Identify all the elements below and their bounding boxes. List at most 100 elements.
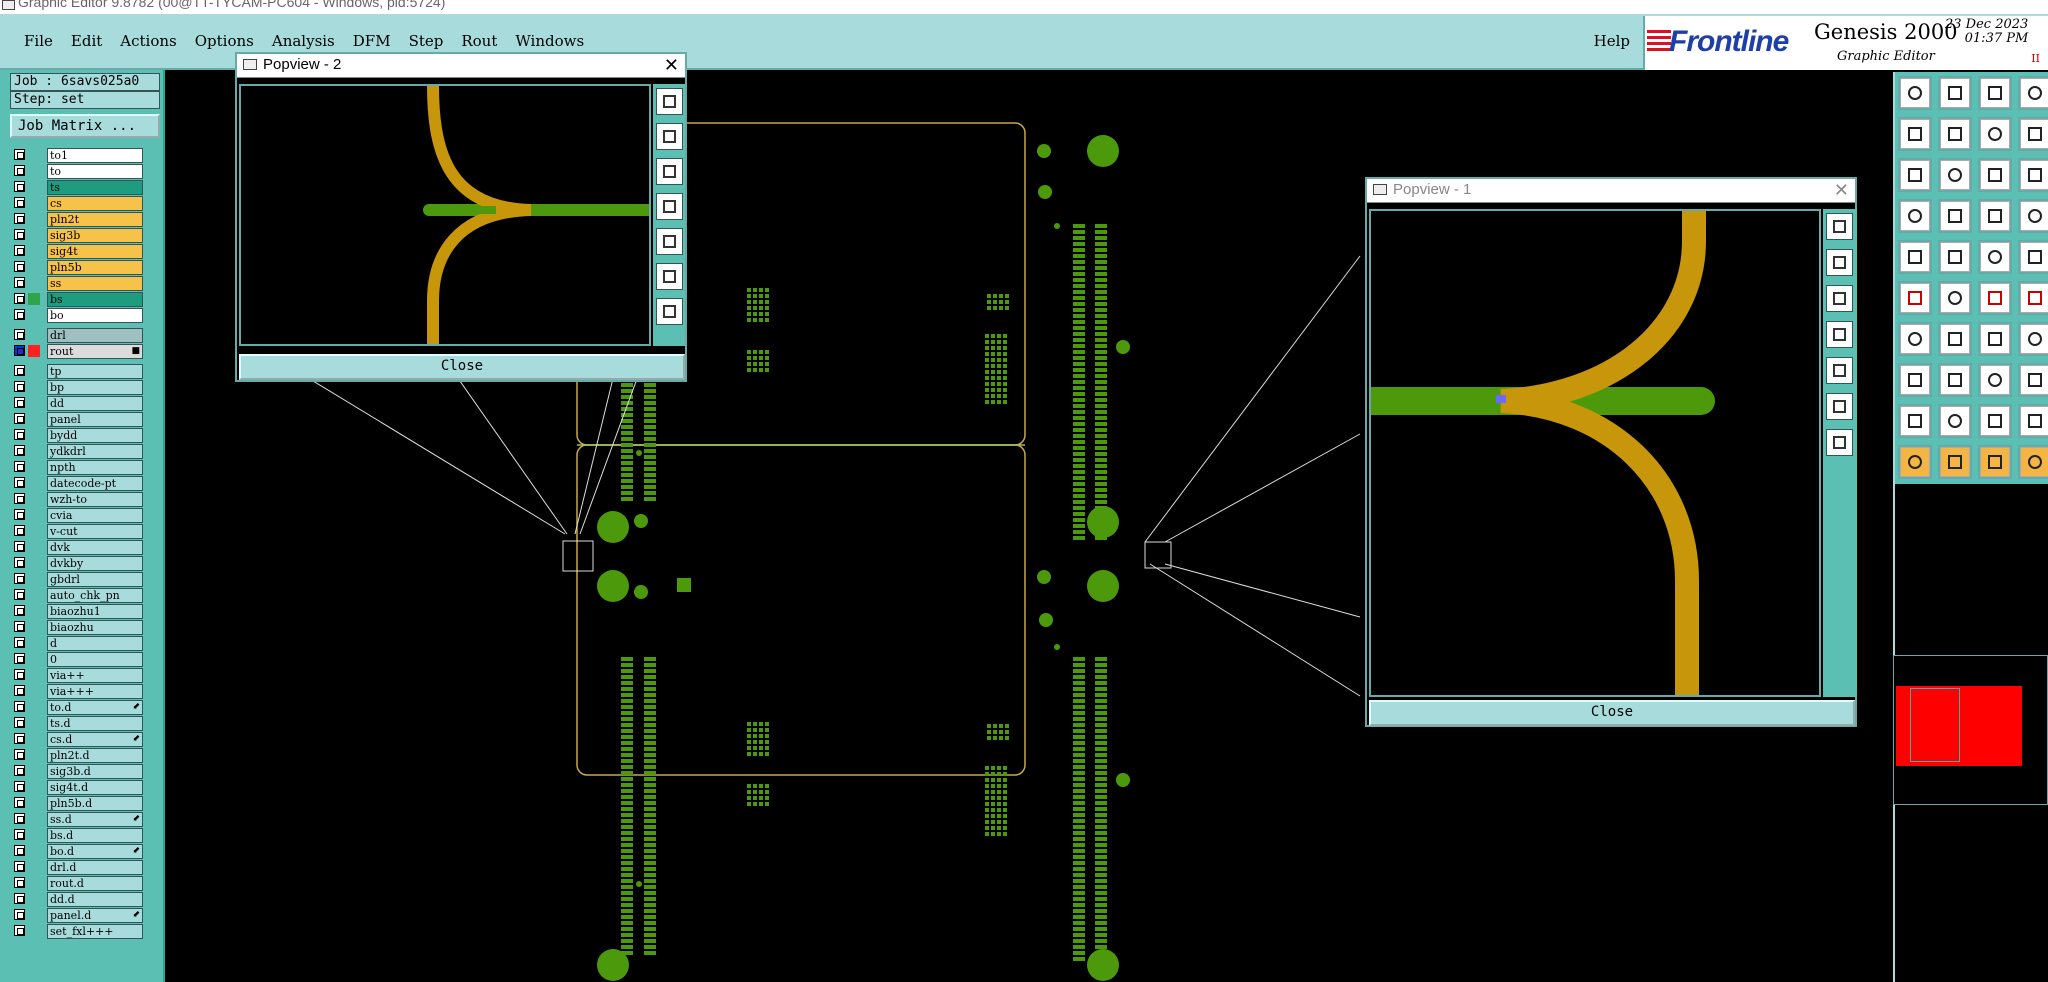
layer-row[interactable]: bp — [12, 380, 143, 396]
layer-name[interactable]: to — [47, 164, 143, 179]
layer-row[interactable]: datecode-pt — [12, 476, 143, 492]
popview-tool-button[interactable] — [1826, 249, 1853, 276]
layer-checkbox[interactable] — [14, 329, 25, 340]
popview-tool-button[interactable] — [1826, 393, 1853, 420]
tri2-icon[interactable] — [1938, 404, 1972, 438]
layer-name[interactable]: set_fxl+++ — [47, 924, 143, 939]
popview-1-view[interactable] — [1369, 209, 1821, 697]
pan-icon[interactable] — [1978, 117, 2012, 151]
layer-checkbox[interactable] — [14, 589, 25, 600]
layer-checkbox[interactable] — [14, 365, 25, 376]
menu-file[interactable]: File — [24, 32, 53, 50]
zoom-home-icon[interactable] — [1898, 76, 1932, 110]
menu-step[interactable]: Step — [408, 32, 444, 50]
pad-icon[interactable] — [1898, 240, 1932, 274]
layer-row[interactable]: ydkdrl — [12, 444, 143, 460]
layer-row[interactable]: ss.d⬋ — [12, 812, 143, 828]
layer-name[interactable]: pln5b — [47, 260, 143, 275]
layer-row[interactable]: sig3b — [12, 228, 143, 244]
layer-checkbox[interactable] — [14, 717, 25, 728]
layer-checkbox[interactable] — [14, 925, 25, 936]
diag-icon[interactable] — [1938, 322, 1972, 356]
layer-name[interactable]: via+++ — [47, 684, 143, 699]
layer-checkbox[interactable] — [14, 781, 25, 792]
layer-row[interactable]: ts — [12, 180, 143, 196]
popview-tool-button[interactable] — [656, 88, 683, 115]
scale-icon[interactable] — [1978, 158, 2012, 192]
layer-row[interactable]: drl.d — [12, 860, 143, 876]
layer-name[interactable]: bs — [47, 292, 143, 307]
tri4-icon[interactable] — [2018, 404, 2048, 438]
layer-name[interactable]: npth — [47, 460, 143, 475]
text-icon[interactable] — [2018, 322, 2048, 356]
layer-row[interactable]: cvia — [12, 508, 143, 524]
layer-name[interactable]: sig3b.d — [47, 764, 143, 779]
layer-checkbox[interactable] — [14, 557, 25, 568]
layer-row[interactable]: dvk — [12, 540, 143, 556]
fit-icon[interactable] — [2018, 117, 2048, 151]
layer-name[interactable]: bydd — [47, 428, 143, 443]
layer-row[interactable]: rout■ — [12, 344, 143, 360]
pointer-icon[interactable] — [1898, 445, 1932, 479]
popview-tool-button[interactable] — [656, 228, 683, 255]
grid-icon[interactable] — [1978, 199, 2012, 233]
layer-row[interactable]: bydd — [12, 428, 143, 444]
layer-checkbox[interactable] — [14, 509, 25, 520]
tri-icon[interactable] — [1898, 404, 1932, 438]
layer-name[interactable]: 0 — [47, 652, 143, 667]
popview-tool-button[interactable] — [656, 193, 683, 220]
shape-icon[interactable] — [2018, 363, 2048, 397]
layer-row[interactable]: ts.d — [12, 716, 143, 732]
layer-name[interactable]: sig3b — [47, 228, 143, 243]
node-icon[interactable] — [1898, 281, 1932, 315]
layer-name[interactable]: drl — [47, 328, 143, 343]
layer-name[interactable]: bp — [47, 380, 143, 395]
grid2-icon[interactable] — [2018, 199, 2048, 233]
close-icon[interactable]: ✕ — [663, 55, 679, 75]
layer-row[interactable]: sig4t — [12, 244, 143, 260]
menu-analysis[interactable]: Analysis — [271, 32, 335, 50]
layer-name[interactable]: sig4t.d — [47, 780, 143, 795]
layer-row[interactable]: drl — [12, 328, 143, 344]
layer-row[interactable]: bo — [12, 308, 143, 324]
line-icon[interactable] — [1938, 240, 1972, 274]
layer-checkbox[interactable] — [14, 541, 25, 552]
layer-name[interactable]: gbdrl — [47, 572, 143, 587]
menu-options[interactable]: Options — [194, 32, 254, 50]
layer-checkbox[interactable] — [14, 345, 25, 356]
layer-name[interactable]: rout.d — [47, 876, 143, 891]
layer-checkbox[interactable] — [14, 525, 25, 536]
menu-edit[interactable]: Edit — [70, 32, 103, 50]
popview-2-close-button[interactable]: Close — [239, 354, 685, 380]
layer-row[interactable]: bs.d — [12, 828, 143, 844]
layer-name[interactable]: bo.d⬋ — [47, 844, 143, 859]
layer-name[interactable]: biaozhu — [47, 620, 143, 635]
layer-row[interactable]: dd — [12, 396, 143, 412]
layer-checkbox[interactable] — [14, 701, 25, 712]
layer-name[interactable]: cs — [47, 196, 143, 211]
menu-windows[interactable]: Windows — [515, 32, 585, 50]
layer-name[interactable]: via++ — [47, 668, 143, 683]
layer-name[interactable]: datecode-pt — [47, 476, 143, 491]
layer-row[interactable]: dvkby — [12, 556, 143, 572]
layer-name[interactable]: pln2t.d — [47, 748, 143, 763]
layer-row[interactable]: dd.d — [12, 892, 143, 908]
layer-name[interactable]: panel — [47, 412, 143, 427]
layer-row[interactable]: rout.d — [12, 876, 143, 892]
layer-checkbox[interactable] — [14, 165, 25, 176]
layer-checkbox[interactable] — [14, 197, 25, 208]
layer-checkbox[interactable] — [14, 477, 25, 488]
help-icon[interactable] — [2018, 158, 2048, 192]
layer-row[interactable]: sig4t.d — [12, 780, 143, 796]
layer-name[interactable]: ts — [47, 180, 143, 195]
layer-row[interactable]: to.d⬋ — [12, 700, 143, 716]
layer-row[interactable]: pln2t — [12, 212, 143, 228]
layer-name[interactable]: bo — [47, 308, 143, 323]
layer-checkbox[interactable] — [14, 397, 25, 408]
popview-1-close-button[interactable]: Close — [1369, 700, 1855, 726]
layer-checkbox[interactable] — [14, 829, 25, 840]
ruler-icon[interactable] — [1978, 240, 2012, 274]
close-icon[interactable]: ✕ — [1833, 180, 1849, 200]
layer-row[interactable]: npth — [12, 460, 143, 476]
pcb-view[interactable] — [165, 72, 1893, 982]
